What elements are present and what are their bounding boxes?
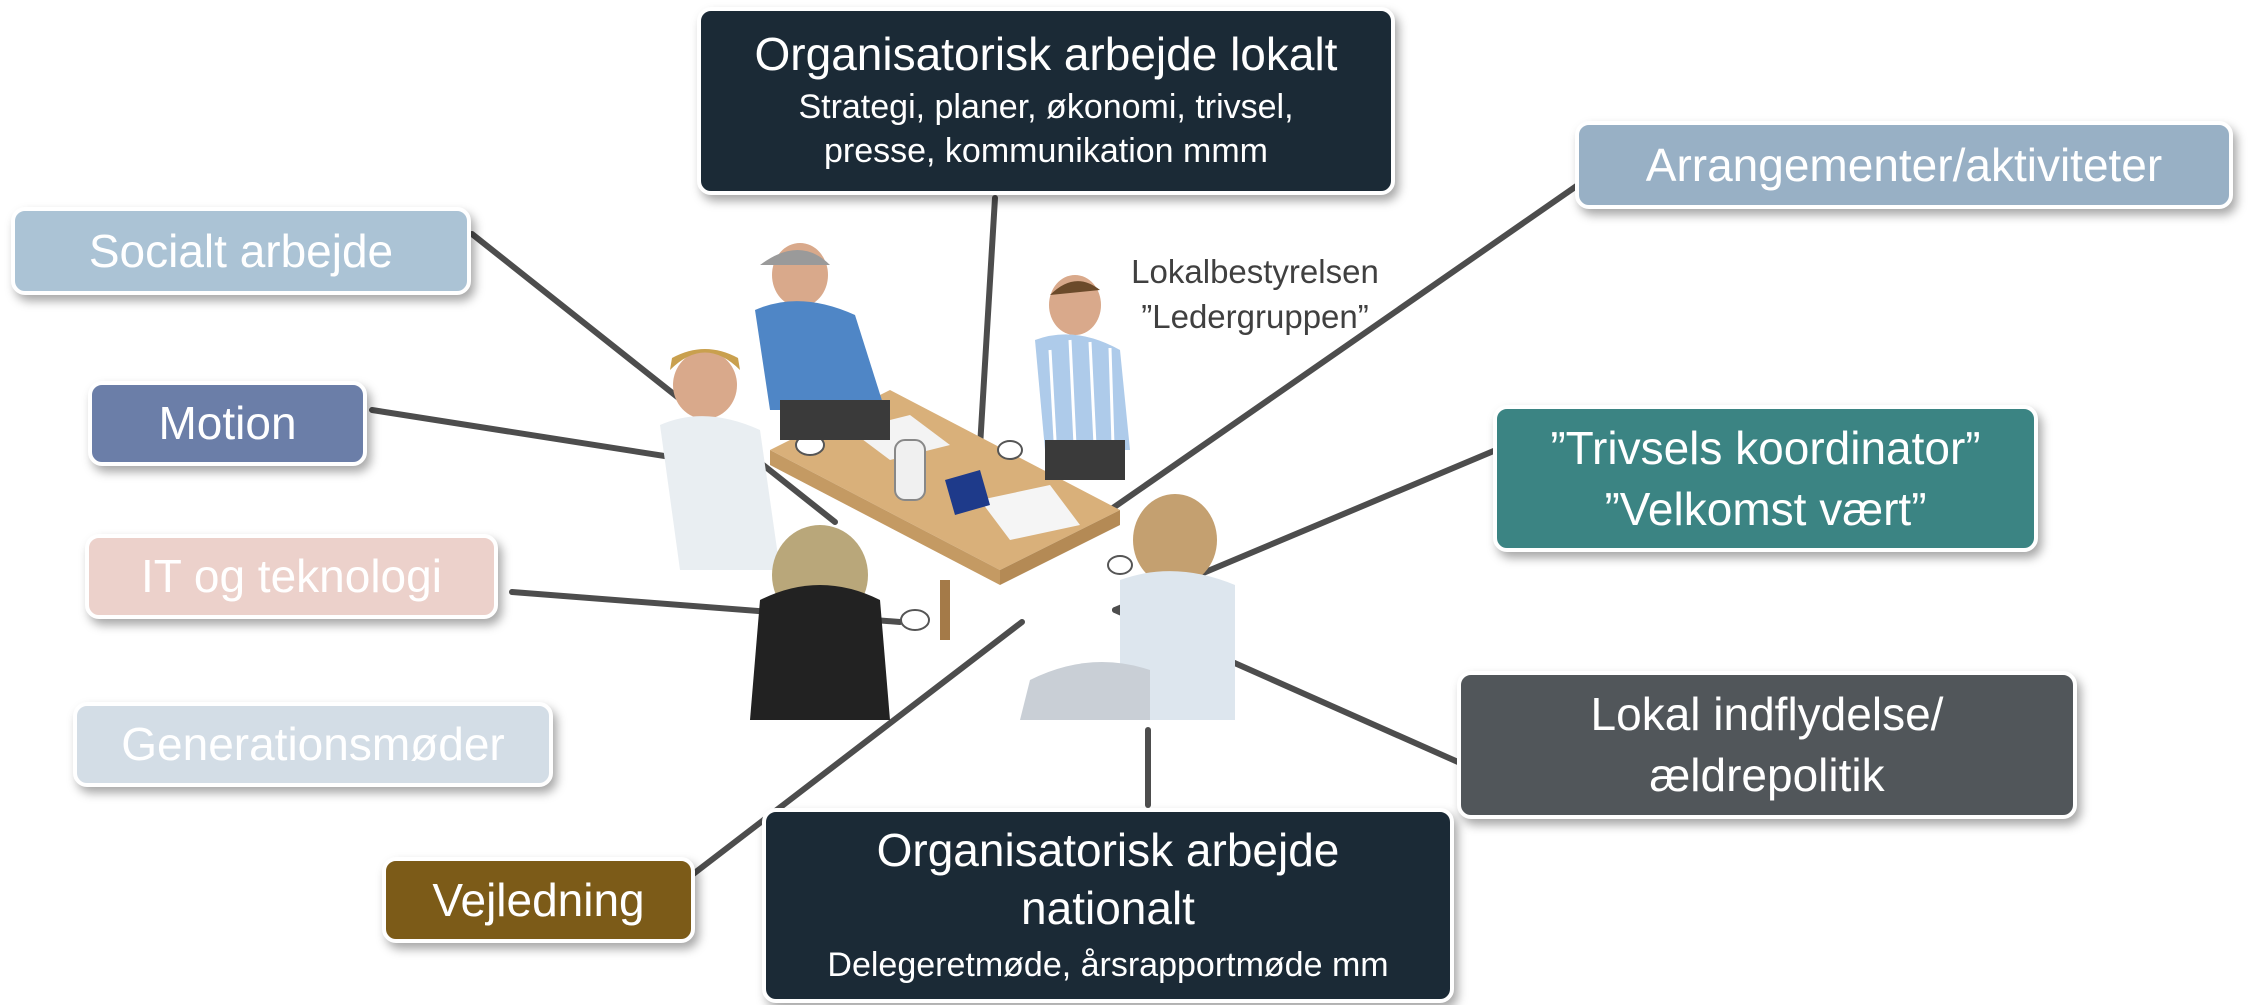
indflydelse-line1: Lokal indflydelse/ <box>1590 688 1944 741</box>
it-label: IT og teknologi <box>141 550 442 603</box>
box-generation: Generationsmøder <box>73 702 553 787</box>
generation-label: Generationsmøder <box>121 718 505 771</box>
connector-vejledning <box>685 619 1025 881</box>
box-indflydelse: Lokal indflydelse/ ældrepolitik <box>1457 671 2077 819</box>
connector-motion <box>369 407 693 463</box>
org-local-title: Organisatorisk arbejde lokalt <box>754 28 1338 81</box>
org-local-line1: Strategi, planer, økonomi, trivsel, <box>798 88 1294 127</box>
arrangementer-label: Arrangementer/aktiviteter <box>1645 138 2163 191</box>
indflydelse-line2: ældrepolitik <box>1649 749 1885 801</box>
trivsel-line2: ”Velkomst vært” <box>1604 482 1927 535</box>
connector-socialt <box>469 231 838 525</box>
connector-org-local <box>975 195 998 483</box>
board-caption: Lokalbestyrelsen ”Ledergruppen” <box>1085 250 1425 339</box>
box-socialt: Socialt arbejde <box>11 207 471 295</box>
socialt-label: Socialt arbejde <box>88 224 394 277</box>
vejledning-label: Vejledning <box>432 873 645 926</box>
box-trivsel: ”Trivsels koordinator” ”Velkomst vært” <box>1493 405 2038 552</box>
org-national-line2: nationalt <box>1021 882 1195 935</box>
connector-arrangementer <box>1107 182 1581 513</box>
caption-line2: ”Ledergruppen” <box>1141 297 1369 335</box>
box-vejledning: Vejledning <box>382 857 695 943</box>
box-arrangementer: Arrangementer/aktiviteter <box>1575 121 2233 209</box>
meeting-photo <box>660 243 1235 720</box>
box-org-national: Organisatorisk arbejde nationalt Deleger… <box>762 808 1454 1003</box>
box-org-local: Organisatorisk arbejde lokalt Strategi, … <box>697 7 1395 195</box>
org-local-line2: presse, kommunikation mmm <box>823 132 1268 171</box>
trivsel-line1: ”Trivsels koordinator” <box>1550 421 1981 474</box>
org-national-sub: Delegeretmøde, årsrapportmøde mm <box>827 946 1389 985</box>
motion-label: Motion <box>158 397 297 450</box>
box-motion: Motion <box>88 381 367 466</box>
caption-line1: Lokalbestyrelsen <box>1131 253 1379 290</box>
org-national-line1: Organisatorisk arbejde <box>876 823 1340 876</box>
box-it: IT og teknologi <box>85 534 498 619</box>
